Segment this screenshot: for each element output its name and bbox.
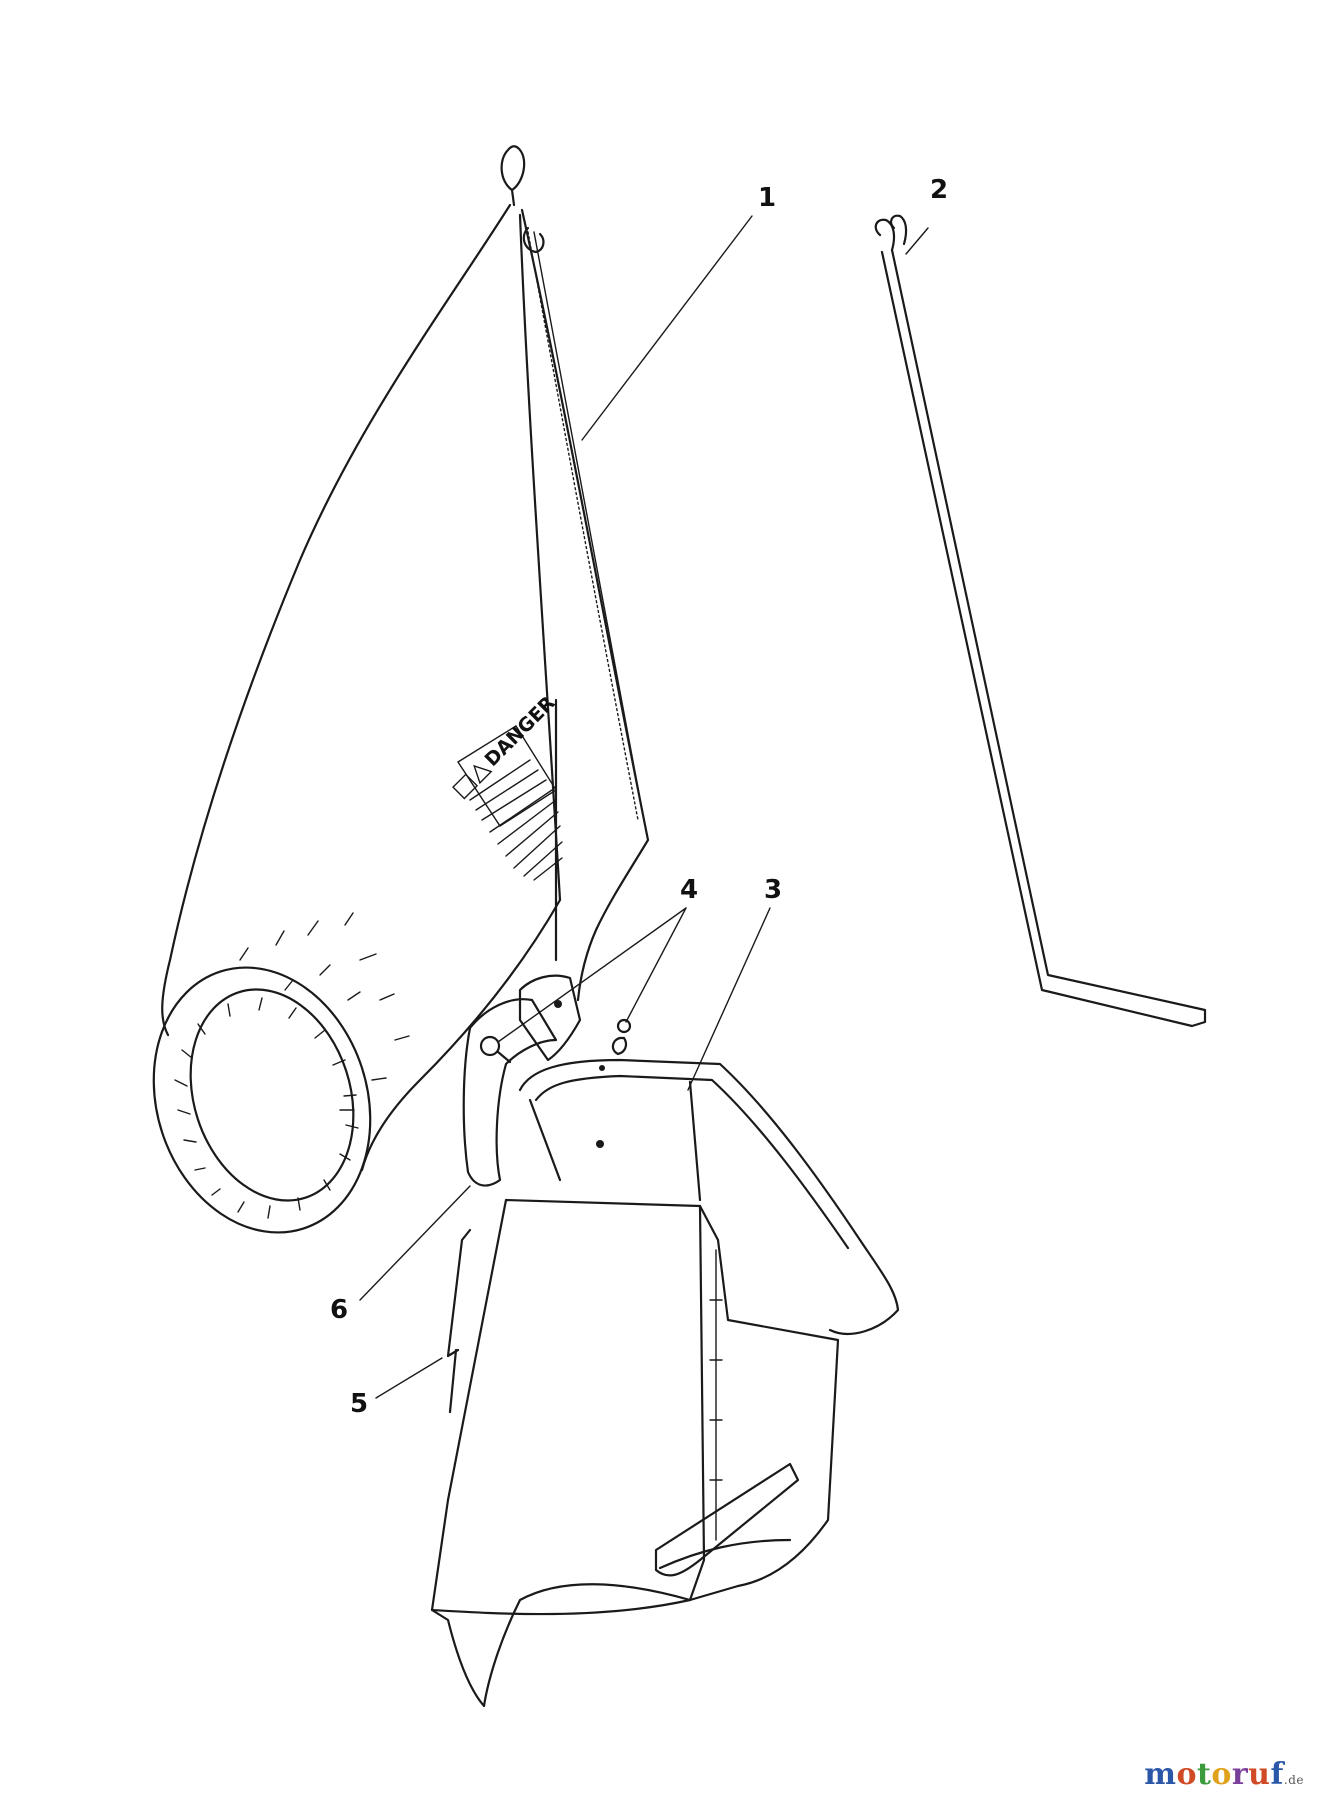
callout-1: 1 (758, 183, 776, 213)
watermark-letter: u (1248, 1757, 1271, 1792)
danger-label: DANGER (452, 692, 563, 962)
support-rod-part-2 (874, 214, 1207, 1028)
warning-triangle-icon (452, 773, 479, 800)
watermark-letter: o (1176, 1757, 1197, 1792)
grass-bag-part-1: DANGER (152, 145, 650, 1234)
frame-part-3 (518, 1058, 900, 1335)
callout-6: 6 (330, 1295, 348, 1325)
rivet-part-4-right (611, 1018, 632, 1056)
callout-4: 4 (680, 875, 698, 905)
callout-5: 5 (350, 1389, 368, 1419)
callout-3: 3 (764, 875, 782, 905)
watermark-letter: f (1270, 1757, 1284, 1792)
watermark-letter: t (1196, 1757, 1212, 1792)
danger-label-text: DANGER (481, 692, 560, 771)
bag-clip-part-6 (462, 974, 582, 1187)
watermark-letter: o (1211, 1757, 1232, 1792)
watermark-tld: .de (1283, 1773, 1304, 1787)
deflector-part-5 (430, 1198, 840, 1708)
watermark-letter: r (1231, 1757, 1249, 1792)
warning-triangle-icon (473, 764, 493, 785)
rivet-part-4-left (479, 1035, 512, 1064)
leader-lines (359, 215, 929, 1399)
motoruf-watermark: motoruf.de (1144, 1757, 1304, 1792)
watermark-letter: m (1144, 1757, 1177, 1792)
callout-2: 2 (930, 175, 948, 205)
